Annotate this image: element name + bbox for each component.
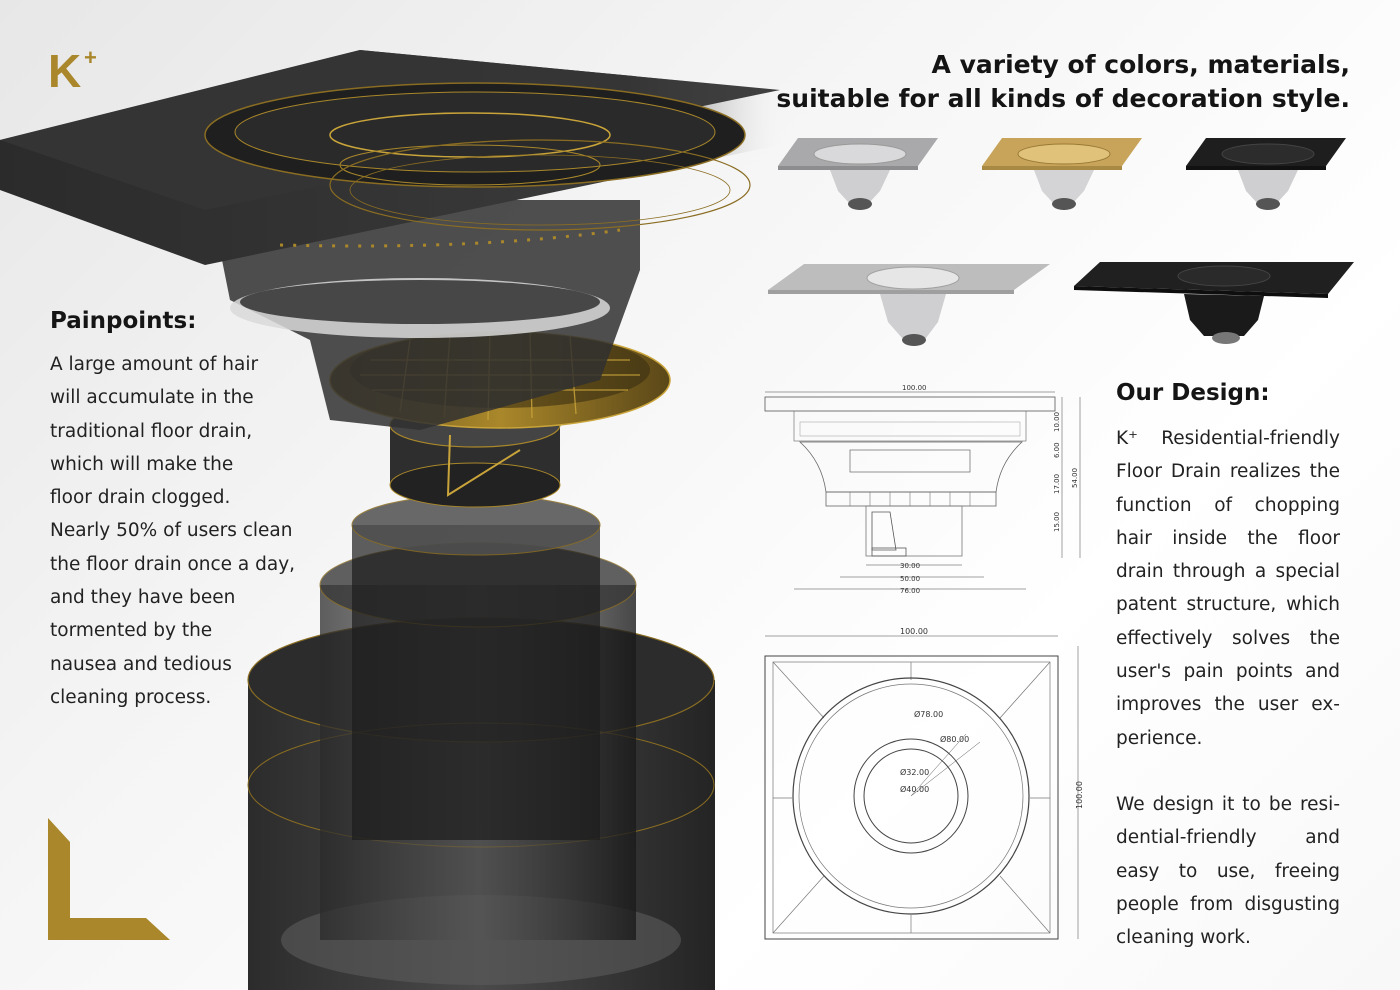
product-render-gold (982, 138, 1142, 210)
corner-bracket-decoration (48, 818, 170, 940)
our-design-title: Our Design: (1116, 380, 1270, 406)
logo-letter: K (48, 45, 81, 97)
product-render-silver-rectangular (768, 264, 1050, 346)
heading-line-2: suitable for all kinds of decoration sty… (776, 84, 1350, 113)
product-render-silver (778, 138, 938, 210)
top-view-drawing: 100.00 Ø78.00 Ø80.00 Ø32.00 Ø40.00 100.0… (764, 627, 1084, 940)
dim-dia-78: Ø78.00 (914, 709, 943, 719)
dim-width-50: 50.00 (900, 575, 920, 583)
drain-top-plate (0, 50, 780, 265)
heading-line-1: A variety of colors, materials, (931, 50, 1350, 79)
our-design-paragraph-2: We design it to be resi-dential-friendly… (1116, 793, 1340, 949)
product-render-black-rectangular (1074, 262, 1354, 344)
logo-plus: + (84, 45, 97, 70)
inner-pipe (351, 494, 601, 840)
exploded-drain-illustration (0, 50, 780, 990)
dim-height-10: 10.00 (1053, 412, 1061, 432)
dim-dia-32: Ø32.00 (900, 767, 929, 777)
colors-materials-heading: A variety of colors, materials, suitable… (710, 48, 1350, 116)
product-render-black (1186, 138, 1346, 210)
dim-plate-width: 100.00 (900, 627, 928, 636)
dim-height-6: 6.00 (1053, 442, 1061, 458)
dim-top-width: 100.00 (902, 384, 927, 392)
dim-dia-80: Ø80.00 (940, 734, 969, 744)
dim-dia-40: Ø40.00 (900, 784, 929, 794)
our-design-body: K⁺ Residential-friendly Floor Drain real… (1116, 422, 1340, 954)
dim-width-76: 76.00 (900, 587, 920, 595)
drain-body (210, 200, 640, 430)
painpoints-title: Painpoints: (50, 308, 197, 334)
dim-width-30: 30.00 (900, 562, 920, 570)
dim-total-height: 54.00 (1071, 468, 1079, 488)
dim-height-15: 15.00 (1053, 512, 1061, 532)
brand-logo: K + (48, 45, 97, 97)
our-design-paragraph-1: K⁺ Residential-friendly Floor Drain real… (1116, 428, 1340, 749)
dim-plate-height: 100.00 (1075, 781, 1084, 809)
painpoints-body: A large amount of hair will accumulate i… (50, 354, 296, 708)
side-section-drawing: 100.00 30.00 50.00 76.00 10.00 6.00 17.0… (764, 384, 1081, 595)
dim-height-17: 17.00 (1053, 474, 1061, 494)
